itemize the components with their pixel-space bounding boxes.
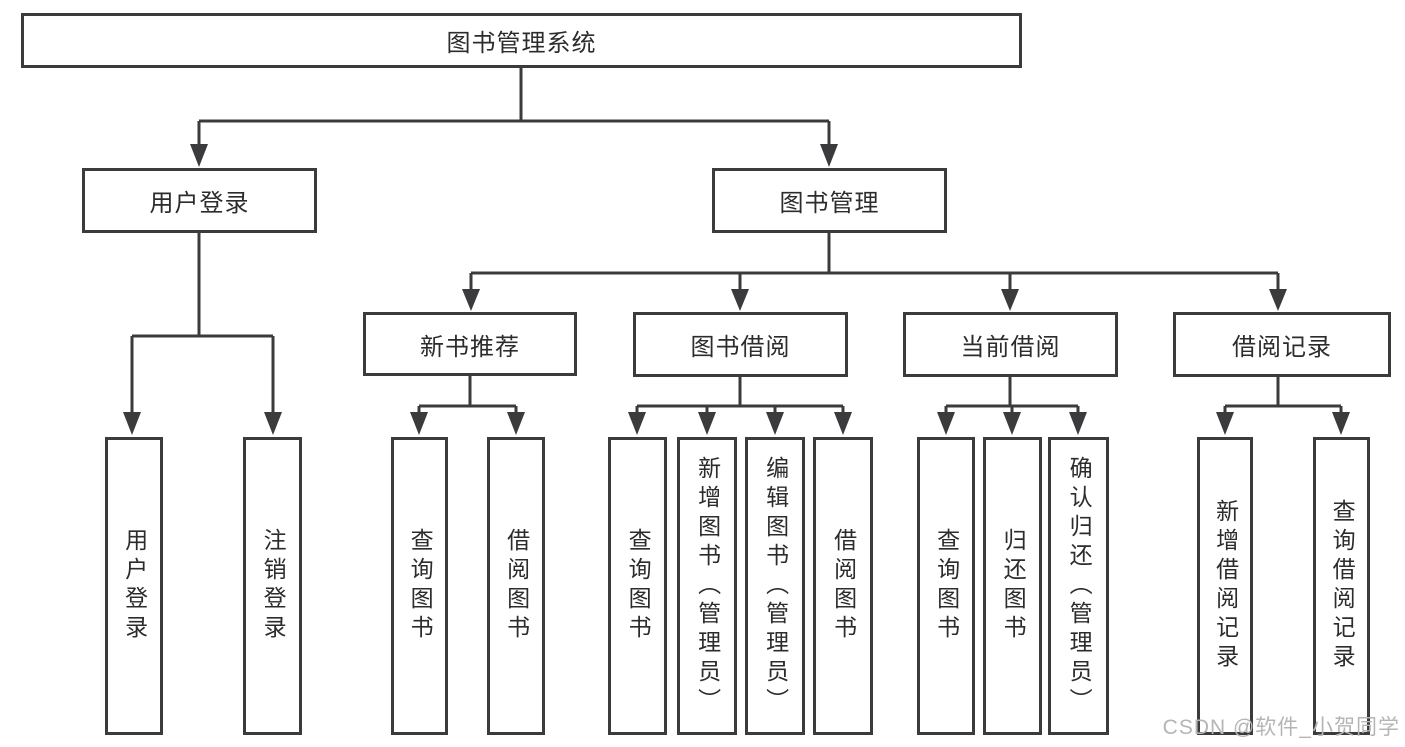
leaf-bb-borrow-books: 借阅图书: [813, 437, 873, 735]
node-root-library-system: 图书管理系统: [21, 13, 1022, 68]
leaf-nb-borrow-books: 借阅图书: [487, 437, 545, 735]
node-current-borrowing: 当前借阅: [903, 312, 1118, 377]
node-borrow-records: 借阅记录: [1173, 312, 1391, 377]
leaf-nb-query-books: 查询图书: [391, 437, 448, 735]
leaf-user-login: 用户登录: [105, 437, 163, 735]
leaf-cb-confirm-return-admin: 确认归还（管理员）: [1048, 437, 1109, 735]
leaf-bb-query-books: 查询图书: [608, 437, 667, 735]
node-book-borrowing: 图书借阅: [633, 312, 848, 377]
leaf-br-add-record: 新增借阅记录: [1197, 437, 1253, 735]
node-user-login: 用户登录: [82, 168, 317, 233]
leaf-bb-add-books-admin: 新增图书（管理员）: [677, 437, 737, 735]
leaf-bb-edit-books-admin: 编辑图书（管理员）: [745, 437, 805, 735]
node-book-management: 图书管理: [712, 168, 947, 233]
leaf-cb-query-books: 查询图书: [917, 437, 975, 735]
leaf-logout: 注销登录: [243, 437, 302, 735]
leaf-cb-return-books: 归还图书: [983, 437, 1042, 735]
csdn-watermark: CSDN @软件_小贺同学: [1162, 716, 1400, 739]
node-new-book-recommend: 新书推荐: [363, 312, 577, 376]
arrowhead-icons: [123, 144, 1350, 435]
leaf-br-query-record: 查询借阅记录: [1313, 437, 1370, 735]
